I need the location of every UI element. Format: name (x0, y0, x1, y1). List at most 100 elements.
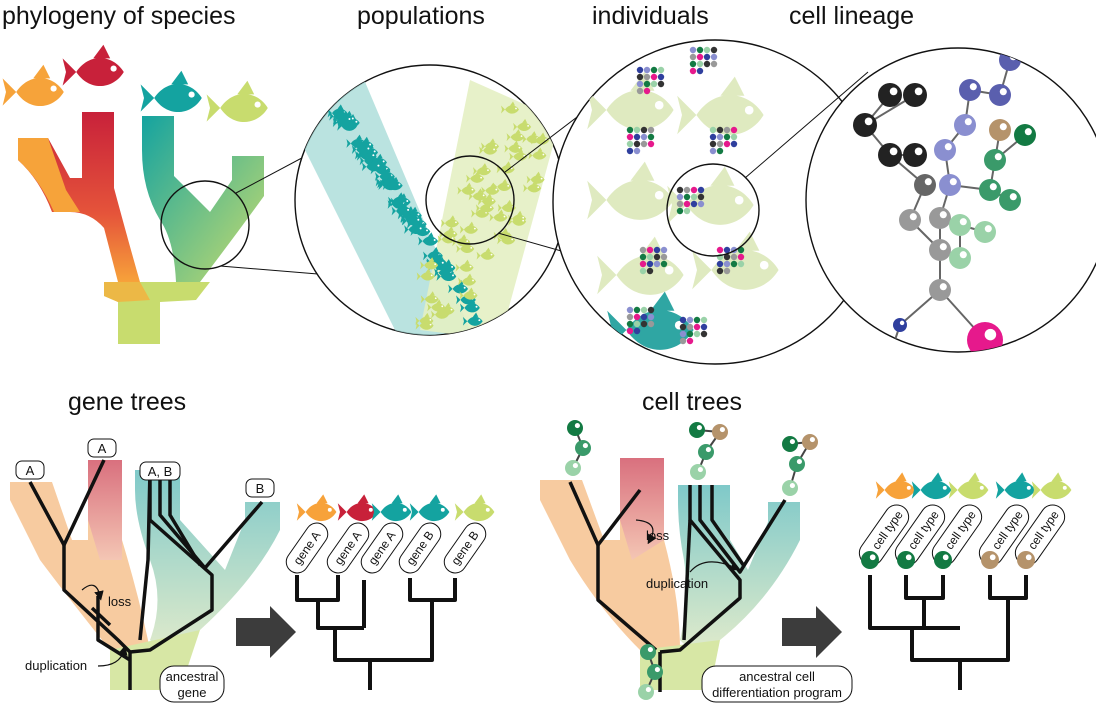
cell-icon (660, 253, 668, 261)
cell-icon (716, 133, 724, 141)
fish-icon (296, 494, 337, 522)
cell-icon (782, 436, 798, 452)
gene-tip-label-3: A, B (139, 461, 181, 481)
cell-icon (716, 140, 724, 148)
cell-icon (954, 114, 976, 136)
cell-icon (676, 207, 684, 215)
cell-stack (638, 644, 663, 700)
cell-icon (716, 126, 724, 134)
cell-icon (897, 551, 915, 569)
svg-text:ancestral cell: ancestral cell (739, 669, 815, 684)
cell-icon (967, 322, 1003, 352)
cell-icon (575, 440, 591, 456)
fish-icon (515, 84, 534, 97)
fish-icon (308, 68, 329, 82)
cell-icon (723, 260, 731, 268)
cell-icon (683, 193, 691, 201)
cell-icon (689, 46, 697, 54)
cell-icon (633, 147, 641, 155)
cell-icon (984, 149, 1006, 171)
cell-icon (646, 260, 654, 268)
cell-icon (626, 133, 634, 141)
gene-tip: gene B (443, 494, 495, 574)
cell-icon (636, 66, 644, 74)
cell-icon (1017, 551, 1035, 569)
cell-stack (565, 420, 591, 476)
title-populations: populations (357, 2, 485, 30)
svg-text:A: A (98, 441, 107, 456)
cell-icon (703, 46, 711, 54)
cell-icon (723, 253, 731, 261)
cell-icon (853, 113, 877, 137)
cell-icon (633, 133, 641, 141)
cell-icon (640, 306, 648, 314)
cell-icon (633, 126, 641, 134)
svg-text:B: B (256, 481, 265, 496)
cell-icon (903, 83, 927, 107)
cell-icon (893, 318, 907, 332)
cell-icon (646, 246, 654, 254)
cell-icon (636, 80, 644, 88)
cell-icon (689, 60, 697, 68)
cell-icon (565, 460, 581, 476)
cell-icon (700, 330, 708, 338)
cell-icon (636, 73, 644, 81)
fish-icon (520, 88, 539, 102)
ancestral-program-label: ancestral cell differentiation program (701, 665, 853, 703)
cell-icon (650, 80, 658, 88)
cell-icon (1029, 48, 1051, 56)
cell-icon (939, 174, 961, 196)
cell-icon (639, 260, 647, 268)
cell-icon (626, 126, 634, 134)
arrow-right-icon (236, 606, 296, 658)
cell-icon (686, 323, 694, 331)
cell-icon (697, 186, 705, 194)
fish-icon (319, 80, 340, 94)
cell-icon (639, 267, 647, 275)
cell-icon (716, 246, 724, 254)
fish-icon (297, 47, 317, 60)
cell-icon (640, 320, 648, 328)
title-individuals: individuals (592, 2, 709, 30)
cell-icon (647, 140, 655, 148)
cell-icon (861, 551, 879, 569)
cell-icon (643, 87, 651, 95)
cell-icon (723, 246, 731, 254)
zoom-circle-1 (160, 180, 250, 270)
cell-icon (640, 644, 656, 660)
fish-icon (995, 472, 1036, 500)
title-cell-lineage: cell lineage (789, 2, 915, 30)
cell-icon (697, 193, 705, 201)
cell-icon (878, 83, 902, 107)
cell-icon (934, 139, 956, 161)
fish-icon (549, 93, 565, 106)
cell-icon (626, 140, 634, 148)
cell-icon (737, 253, 745, 261)
cell-icon (716, 147, 724, 155)
title-gene-trees: gene trees (68, 388, 187, 416)
cell-icon (638, 684, 654, 700)
cell-icon (730, 253, 738, 261)
fish-icon (314, 75, 335, 90)
cell-icon (730, 140, 738, 148)
fish-icon (337, 494, 378, 522)
cell-icon (657, 73, 665, 81)
cell-icon (640, 140, 648, 148)
cell-icon (723, 140, 731, 148)
cell-icon (878, 143, 902, 167)
cell-icon (737, 260, 745, 268)
cell-icon (709, 126, 717, 134)
fish-icon (476, 333, 497, 335)
cell-icon (626, 306, 634, 314)
svg-text:ancestral: ancestral (166, 669, 219, 684)
cell-icon (703, 53, 711, 61)
cell-icon (689, 67, 697, 75)
cell-icon (633, 327, 641, 335)
cell-icon (929, 279, 951, 301)
gene-loss-label: loss (108, 594, 132, 609)
fish-icon (532, 91, 551, 104)
cell-icon (697, 200, 705, 208)
cell-icon (730, 126, 738, 134)
fish-icon (302, 65, 323, 68)
cell-icon (679, 337, 687, 345)
